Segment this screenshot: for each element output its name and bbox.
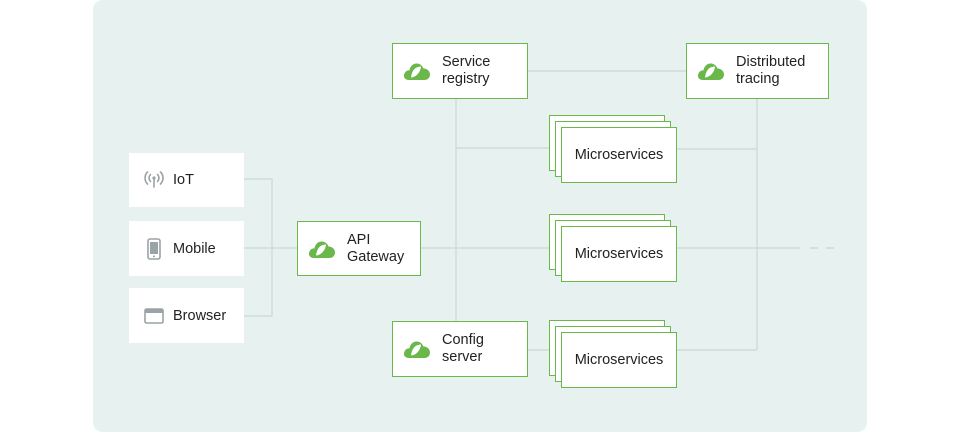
- service-registry-node: Service registry: [392, 43, 528, 99]
- spring-leaf-icon: [403, 63, 430, 80]
- microservices-label: Microservices: [574, 246, 664, 262]
- config-server-label: Config server: [442, 332, 484, 365]
- microservices-box: Microservices: [561, 127, 677, 183]
- client-browser: Browser: [129, 288, 244, 343]
- microservices-stack-2: Microservices: [549, 214, 677, 282]
- microservices-box: Microservices: [561, 332, 677, 388]
- microservices-label: Microservices: [574, 147, 664, 163]
- client-mobile: Mobile: [129, 221, 244, 276]
- client-iot-label: IoT: [173, 172, 194, 188]
- distributed-tracing-node: Distributed tracing: [686, 43, 829, 99]
- spring-leaf-icon: [697, 63, 724, 80]
- antenna-icon: [143, 169, 165, 191]
- microservices-stack-3: Microservices: [549, 320, 677, 388]
- service-registry-label: Service registry: [442, 54, 491, 87]
- microservices-box: Microservices: [561, 226, 677, 282]
- microservices-label: Microservices: [574, 352, 664, 368]
- distributed-tracing-label: Distributed tracing: [736, 54, 806, 87]
- microservices-stack-1: Microservices: [549, 115, 677, 183]
- spring-leaf-icon: [308, 240, 335, 258]
- api-gateway-node: API Gateway: [297, 221, 421, 276]
- client-browser-label: Browser: [173, 307, 227, 324]
- spring-leaf-icon: [403, 341, 430, 358]
- client-iot: IoT: [129, 153, 244, 207]
- browser-window-icon: [143, 305, 165, 327]
- api-gateway-label: API Gateway: [347, 231, 405, 265]
- mobile-phone-icon: [143, 237, 165, 260]
- config-server-node: Config server: [392, 321, 528, 377]
- client-bus-line: [244, 178, 297, 317]
- client-mobile-label: Mobile: [173, 240, 216, 257]
